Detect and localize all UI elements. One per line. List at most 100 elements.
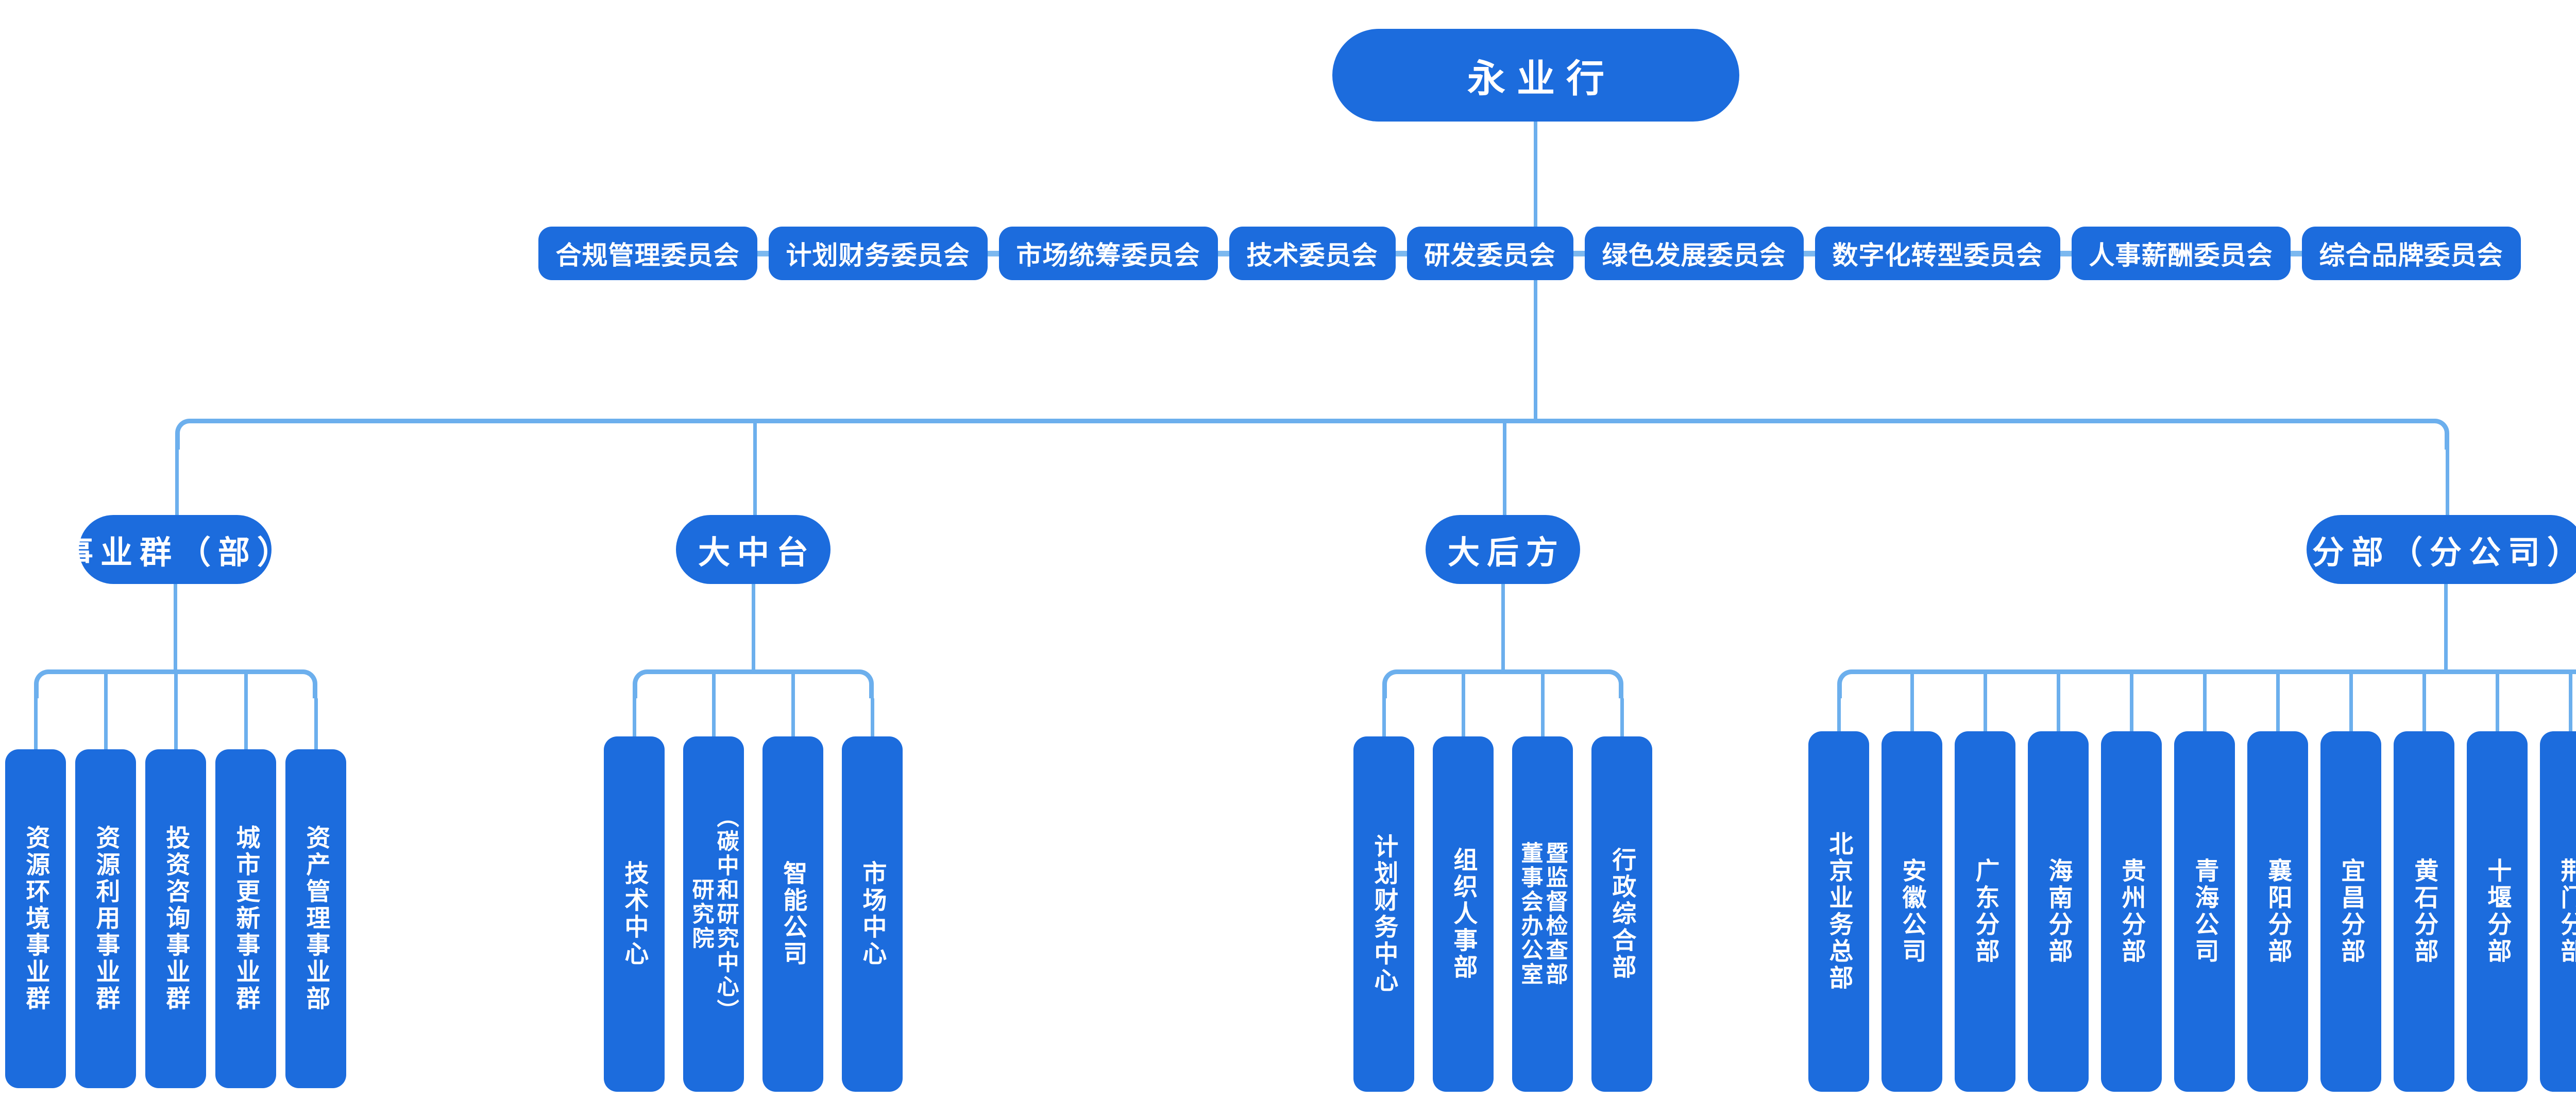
committee-node-6[interactable]: 绿色发展委员会 <box>1584 227 1804 280</box>
unit-node-2-2[interactable]: （碳中和研究中心） 研究院 <box>683 736 744 1092</box>
connector-leaf-4-9 <box>2422 674 2426 734</box>
committee-connector-8 <box>2290 251 2302 256</box>
unit-node-1-5[interactable]: 资产管理事业部 <box>285 749 346 1088</box>
unit-node-label: 投资咨询事业群 <box>162 825 190 1012</box>
unit-node-1-3[interactable]: 投资咨询事业群 <box>145 749 206 1088</box>
committee-connector-2 <box>987 251 999 256</box>
unit-node-4-3[interactable]: 广东分部 <box>1955 731 2015 1092</box>
connector-group-1-left-elbow <box>34 669 63 698</box>
connector-group-1-stem <box>174 584 177 669</box>
committee-connector-7 <box>2060 251 2072 256</box>
unit-node-4-6[interactable]: 青海公司 <box>2174 731 2235 1092</box>
committee-node-2[interactable]: 计划财务委员会 <box>768 227 988 280</box>
unit-node-4-1[interactable]: 北京业务总部 <box>1808 731 1869 1092</box>
connector-group-3-left-elbow <box>1382 669 1411 698</box>
connector-leaf-1-4 <box>244 674 248 752</box>
committee-node-label: 人事薪酬委员会 <box>2089 241 2273 270</box>
unit-node-3-2[interactable]: 组织人事部 <box>1433 736 1494 1092</box>
unit-node-3-3[interactable]: 暨监督检查部 董事会办公室 <box>1512 736 1573 1092</box>
committee-node-label: 研发委员会 <box>1424 241 1556 270</box>
committee-node-1[interactable]: 合规管理委员会 <box>538 227 757 280</box>
connector-leaf-1-3 <box>174 674 178 752</box>
connector-leaf-3-1 <box>1382 698 1386 740</box>
unit-node-2-4[interactable]: 市场中心 <box>842 736 903 1092</box>
unit-node-label: 智能公司 <box>779 861 807 968</box>
committee-node-label: 技术委员会 <box>1246 241 1378 270</box>
connector-group-1-right-elbow <box>289 669 317 698</box>
committee-node-8[interactable]: 人事薪酬委员会 <box>2071 227 2291 280</box>
committee-node-label: 合规管理委员会 <box>555 241 740 270</box>
unit-node-label: 组织人事部 <box>1450 847 1478 981</box>
connector-group-3-right-elbow <box>1595 669 1623 698</box>
connector-leaf-4-11 <box>2569 674 2572 734</box>
connector-leaf-3-3 <box>1541 674 1545 740</box>
connector-group-bus <box>204 419 2420 423</box>
committee-node-5[interactable]: 研发委员会 <box>1406 227 1573 280</box>
committee-node-label: 市场统筹委员会 <box>1016 241 1200 270</box>
connector-groupbus-left-elbow <box>175 419 206 450</box>
connector-group-drop-3 <box>1503 423 1506 517</box>
committee-node-label: 绿色发展委员会 <box>1602 241 1786 270</box>
unit-node-4-4[interactable]: 海南分部 <box>2028 731 2089 1092</box>
connector-group-drop-4 <box>2446 448 2449 517</box>
unit-node-label: 黄石分部 <box>2411 858 2438 965</box>
unit-node-2-3[interactable]: 智能公司 <box>762 736 823 1092</box>
committee-connector-4 <box>1395 251 1407 256</box>
unit-node-4-2[interactable]: 安徽公司 <box>1882 731 1942 1092</box>
unit-node-1-2[interactable]: 资源利用事业群 <box>75 749 136 1088</box>
committee-node-9[interactable]: 综合品牌委员会 <box>2301 227 2521 280</box>
committee-node-label: 数字化转型委员会 <box>1832 241 2043 270</box>
root-node[interactable]: 永业行 <box>1332 29 1739 122</box>
committee-node-3[interactable]: 市场统筹委员会 <box>998 227 1218 280</box>
committee-node-4[interactable]: 技术委员会 <box>1229 227 1396 280</box>
connector-leaf-3-2 <box>1462 674 1465 740</box>
unit-node-3-4[interactable]: 行政综合部 <box>1591 736 1652 1092</box>
committee-connector-5 <box>1573 251 1585 256</box>
unit-node-4-5[interactable]: 贵州分部 <box>2101 731 2162 1092</box>
unit-node-1-4[interactable]: 城市更新事业群 <box>215 749 276 1088</box>
connector-leaf-2-3 <box>791 674 795 740</box>
unit-node-label: 广东分部 <box>1972 858 1999 965</box>
unit-node-3-1[interactable]: 计划财务中心 <box>1353 736 1414 1092</box>
committee-node-7[interactable]: 数字化转型委员会 <box>1815 227 2060 280</box>
unit-node-label: 资产管理事业部 <box>302 825 330 1012</box>
committee-connector-6 <box>1803 251 1815 256</box>
connector-group-4-left-elbow <box>1837 669 1866 698</box>
connector-leaf-4-2 <box>1910 674 1914 734</box>
connector-group-1-bus <box>63 669 289 674</box>
group-node-1[interactable]: 事业群（部） <box>61 515 289 584</box>
connector-group-2-right-elbow <box>845 669 874 698</box>
connector-leaf-4-4 <box>2057 674 2060 734</box>
group-node-label: 事业群（部） <box>61 535 297 571</box>
unit-node-4-10[interactable]: 十堰分部 <box>2467 731 2528 1092</box>
unit-node-label: 计划财务中心 <box>1370 834 1398 994</box>
connector-leaf-2-2 <box>712 674 716 740</box>
unit-node-4-7[interactable]: 襄阳分部 <box>2247 731 2308 1092</box>
unit-node-2-1[interactable]: 技术中心 <box>604 736 665 1092</box>
unit-node-1-1[interactable]: 资源环境事业群 <box>5 749 66 1088</box>
committee-connector-3 <box>1217 251 1229 256</box>
connector-leaf-4-8 <box>2349 674 2353 734</box>
connector-group-3-stem <box>1501 584 1505 669</box>
unit-node-label: 北京业务总部 <box>1825 831 1853 992</box>
unit-node-4-9[interactable]: 黄石分部 <box>2394 731 2454 1092</box>
unit-node-label: 市场中心 <box>859 861 887 968</box>
unit-node-label: 行政综合部 <box>1608 847 1636 981</box>
connector-leaf-4-6 <box>2203 674 2207 734</box>
group-node-2[interactable]: 大中台 <box>676 515 831 584</box>
connector-leaf-1-5 <box>314 698 318 752</box>
unit-node-label: 宜昌分部 <box>2337 858 2365 965</box>
unit-node-label: 资源利用事业群 <box>92 825 120 1012</box>
connector-group-3-bus <box>1411 669 1595 674</box>
group-node-3[interactable]: 大后方 <box>1426 515 1580 584</box>
unit-node-4-11[interactable]: 荆门分部 <box>2540 731 2576 1092</box>
unit-node-label: 技术中心 <box>621 861 649 968</box>
connector-leaf-3-4 <box>1620 698 1624 740</box>
root-node-label: 永业行 <box>1467 57 1616 100</box>
unit-node-4-8[interactable]: 宜昌分部 <box>2320 731 2381 1092</box>
connector-leaf-4-1 <box>1837 698 1841 734</box>
connector-leaf-4-3 <box>1984 674 1987 734</box>
group-node-4[interactable]: 分部（分公司） <box>2307 515 2576 584</box>
connector-group-4-stem <box>2444 584 2448 669</box>
unit-node-label: 城市更新事业群 <box>232 825 260 1012</box>
